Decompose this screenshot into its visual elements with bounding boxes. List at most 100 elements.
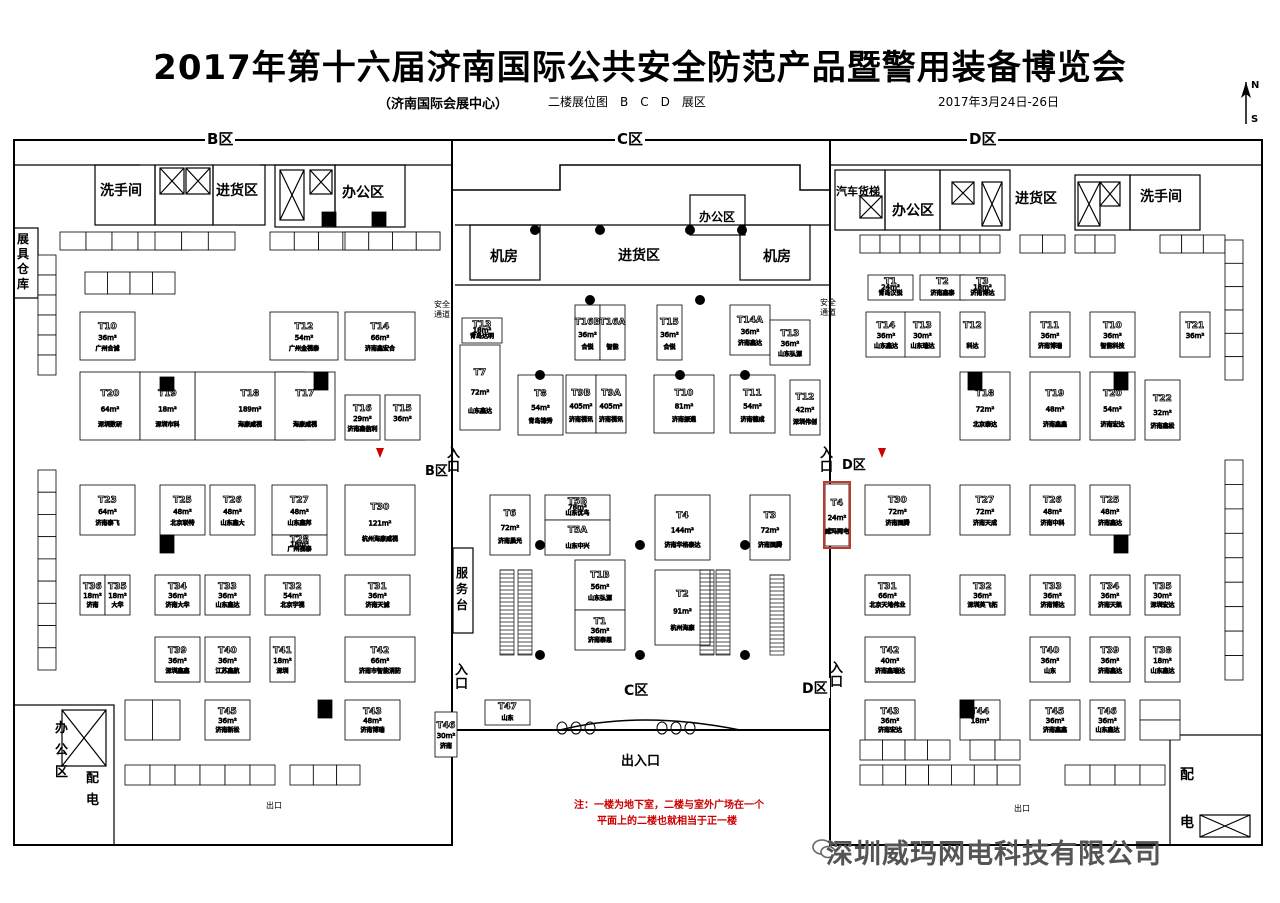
booth-id: T13 (781, 329, 800, 339)
booth-id: T12 (295, 322, 314, 332)
room-power-right-2: 电 (1180, 815, 1194, 831)
booth-area: 405m² (570, 403, 593, 411)
booth-name: 山东弘源 (778, 350, 802, 358)
booth-name: 济南鑫达 (1098, 519, 1122, 527)
booth-cell (1139, 764, 1166, 786)
entry-b: 入口 (447, 446, 461, 475)
booth-area: 18m² (83, 592, 102, 600)
booth-id: T1 (884, 277, 896, 287)
pillar (635, 540, 645, 550)
solid-block (313, 371, 329, 391)
booth-area: 36m² (218, 717, 237, 725)
booth-cell (1202, 234, 1226, 254)
booth-cell (1089, 764, 1116, 786)
booth-name: 科达 (966, 342, 978, 350)
room-power-right: 配 (1180, 767, 1194, 783)
room-office-c: 办公区 (699, 210, 736, 224)
booth-cell (899, 234, 921, 254)
booth-name: 济南宏达 (878, 726, 902, 734)
booth-area: 66m² (878, 592, 897, 600)
booth-cell (293, 231, 319, 251)
booth-id: T32 (283, 582, 302, 592)
booth-cell (129, 271, 153, 295)
booth-cell (1042, 234, 1066, 254)
booth-area: 36m² (1046, 717, 1065, 725)
booth-cell (37, 514, 57, 538)
booth-area: 91m² (673, 608, 692, 616)
booth-area: 48m² (1101, 508, 1120, 516)
booth-cell (37, 580, 57, 604)
booth-id: T35 (1153, 582, 1172, 592)
booth-area: 54m² (531, 404, 550, 412)
pillar (675, 370, 685, 380)
booth-area: 121m² (369, 520, 392, 528)
booth-name: 深圳鑫鑫 (165, 667, 189, 675)
booth-name: 北京联特 (170, 519, 194, 527)
booth-area: 36m² (393, 415, 412, 423)
booth-id: T15 (393, 404, 412, 414)
booth-cell (1224, 286, 1244, 311)
booth-cell (882, 764, 907, 786)
booth-cell (1224, 606, 1244, 632)
booth-area: 36m² (1043, 592, 1062, 600)
pillar (530, 225, 540, 235)
booth-cell (107, 271, 131, 295)
booth-name: 济南鑫信利 (347, 425, 377, 433)
booth-name: 济南晨光 (498, 537, 522, 545)
booth-cell (37, 469, 57, 493)
booth-area: 144m² (671, 527, 694, 535)
solid-block (317, 699, 333, 719)
booth-area: 48m² (363, 717, 382, 725)
booth-cell (905, 764, 929, 786)
booth-name: 济南博达 (970, 289, 994, 297)
booth-area: 42m² (796, 406, 815, 414)
booth-name: 济南 (86, 601, 98, 609)
booth-area: 36m² (168, 657, 187, 665)
booth-cell (181, 231, 209, 251)
booth-area: 48m² (290, 508, 309, 516)
solid-block (159, 376, 175, 392)
zone-c-bottom-label: C区 (622, 680, 651, 700)
booth-cell (269, 231, 295, 251)
booth-id: T25 (173, 496, 192, 506)
booth-area: 78m² (568, 504, 587, 512)
booth-id: T34 (1101, 582, 1120, 592)
booth-id: T31 (368, 582, 387, 592)
booth-cell (1224, 557, 1244, 583)
door-icon (656, 721, 668, 735)
pillar (685, 225, 695, 235)
service-desk: 服务台 (456, 566, 469, 612)
booth-cell (152, 699, 181, 741)
booth-area: 18m² (273, 657, 292, 665)
booth-area: 36m² (877, 332, 896, 340)
booth-id: T11 (1041, 321, 1060, 331)
booth-cell (1114, 764, 1141, 786)
booth-id: T33 (218, 582, 237, 592)
booth-id: T12 (963, 321, 982, 331)
elevator-icon (1099, 181, 1121, 207)
booth-area: 36m² (591, 627, 610, 635)
booth-id: T40 (1041, 646, 1060, 656)
booth-area: 72m² (471, 388, 490, 396)
booth-name: 济南德成 (740, 415, 764, 423)
booth-cell (249, 764, 276, 786)
zone-b-label: B区 (205, 128, 236, 149)
booth-area: 54m² (743, 403, 762, 411)
booth-name: 青岛汉锐 (878, 289, 902, 297)
compass-s: S (1251, 114, 1259, 125)
